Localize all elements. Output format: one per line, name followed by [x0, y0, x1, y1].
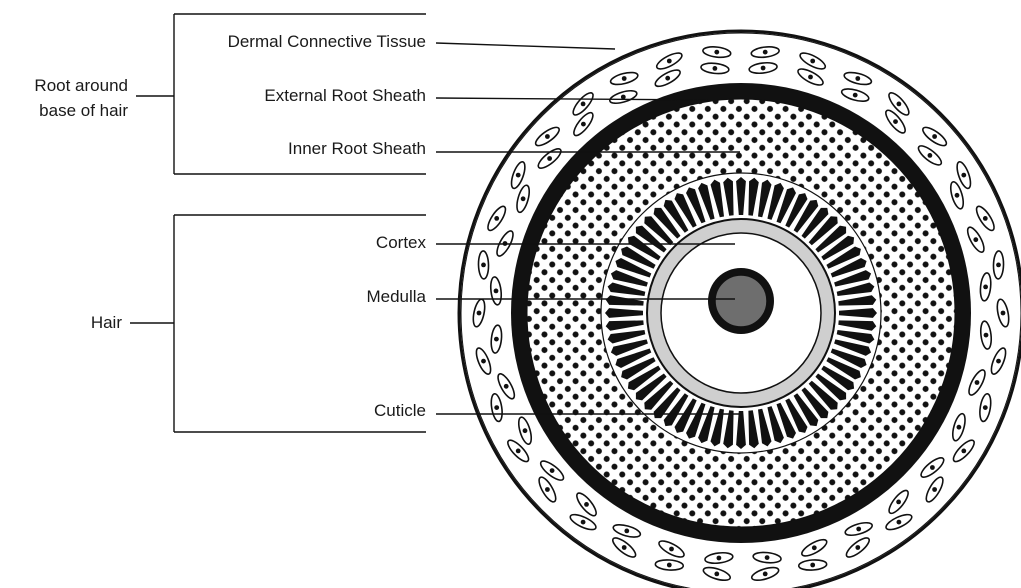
dermal-cell-nucleus	[808, 75, 813, 80]
bracket-root	[136, 14, 426, 174]
dermal-cell-nucleus	[547, 156, 552, 161]
dermal-cell-nucleus	[581, 520, 586, 525]
dermal-cell-nucleus	[973, 237, 978, 242]
dermal-cell-nucleus	[584, 502, 589, 507]
cross-section	[459, 31, 1021, 588]
dermal-cell-nucleus	[669, 547, 674, 552]
dermal-cell-nucleus	[961, 173, 966, 178]
dermal-cell-nucleus	[975, 380, 980, 385]
dermal-cell-nucleus	[516, 449, 521, 454]
dermal-cell-nucleus	[622, 545, 627, 550]
dermal-cell-nucleus	[665, 76, 670, 81]
dermal-cell-nucleus	[521, 196, 526, 201]
dermal-cell-nucleus	[765, 555, 770, 560]
dermal-cell-nucleus	[761, 66, 766, 71]
dermal-cell-nucleus	[545, 134, 550, 139]
dermal-cell-nucleus	[853, 93, 858, 98]
dermal-cell-nucleus	[763, 572, 768, 577]
dermal-cell-nucleus	[477, 311, 482, 316]
dermal-cell-nucleus	[581, 102, 586, 107]
dermal-cell-nucleus	[896, 500, 901, 505]
dermal-cell-nucleus	[481, 263, 486, 268]
dermal-cell-nucleus	[717, 556, 722, 561]
dermal-cell-nucleus	[957, 425, 962, 430]
dermal-cell-nucleus	[983, 285, 988, 290]
dermal-cell-nucleus	[928, 153, 933, 158]
dermal-cell-nucleus	[897, 102, 902, 107]
dermal-cell-nucleus	[810, 59, 815, 64]
dermal-cell-nucleus	[545, 487, 550, 492]
dermal-cell-nucleus	[856, 527, 861, 532]
dermal-cell-nucleus	[855, 545, 860, 550]
dermal-cell-nucleus	[984, 333, 989, 338]
dermal-cell-nucleus	[812, 545, 817, 550]
dermal-cell-nucleus	[893, 119, 898, 124]
dermal-cell-nucleus	[667, 59, 672, 64]
dermal-cell-nucleus	[481, 359, 486, 364]
dermal-cell-nucleus	[667, 563, 672, 568]
dermal-cell-nucleus	[897, 520, 902, 525]
dermal-cell-nucleus	[955, 193, 960, 198]
medulla	[715, 275, 767, 327]
dermal-cell-nucleus	[714, 572, 719, 577]
dermal-cell-nucleus	[932, 487, 937, 492]
dermal-cell-nucleus	[494, 337, 499, 342]
dermal-cell-nucleus	[983, 405, 988, 410]
dermal-cell-nucleus	[996, 263, 1001, 268]
dermal-cell-nucleus	[494, 216, 499, 221]
dermal-cell-nucleus	[523, 428, 528, 433]
dermal-cell-nucleus	[494, 405, 499, 410]
dermal-cell-nucleus	[810, 563, 815, 568]
dermal-cell-nucleus	[550, 468, 555, 473]
dermal-cell-nucleus	[930, 465, 935, 470]
dermal-cell-nucleus	[996, 359, 1001, 364]
dermal-cell-nucleus	[581, 122, 586, 127]
dermal-cell-nucleus	[624, 529, 629, 534]
dermal-cell-nucleus	[714, 50, 719, 55]
dermal-cell-nucleus	[622, 76, 627, 81]
bracket-hair	[130, 215, 426, 432]
leader-dermal	[436, 43, 615, 49]
dermal-cell-nucleus	[855, 76, 860, 81]
dermal-cell-nucleus	[763, 50, 768, 55]
dermal-cell-nucleus	[983, 216, 988, 221]
dermal-cell-nucleus	[932, 134, 937, 139]
dermal-cell-nucleus	[713, 66, 718, 71]
dermal-cell-nucleus	[961, 449, 966, 454]
dermal-cell-nucleus	[494, 289, 499, 294]
dermal-cell-nucleus	[1001, 311, 1006, 316]
dermal-cell-nucleus	[504, 384, 509, 389]
dermal-cell-nucleus	[516, 173, 521, 178]
